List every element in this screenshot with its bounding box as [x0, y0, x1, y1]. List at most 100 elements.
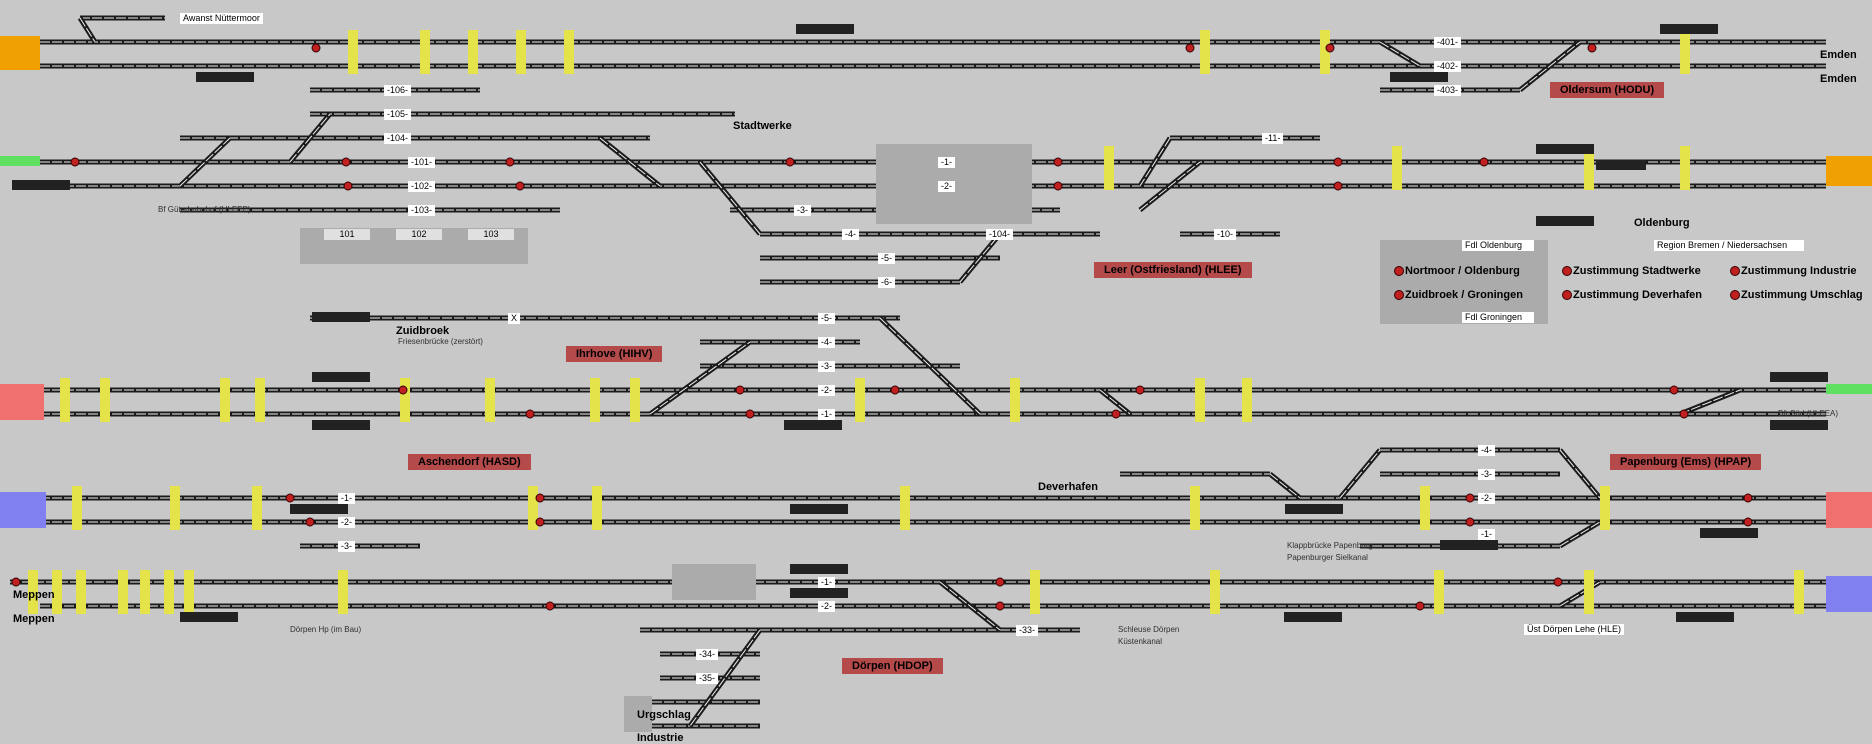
occupancy-marker[interactable]: [592, 486, 602, 530]
track-leer-5[interactable]: -5-: [878, 253, 895, 264]
train-number-field[interactable]: [312, 372, 370, 382]
train-number-field[interactable]: [1440, 540, 1498, 550]
zust-zuidbroek[interactable]: Zuidbroek / Groningen: [1405, 289, 1523, 301]
occupancy-marker[interactable]: [1104, 146, 1114, 190]
train-number-field[interactable]: [1770, 420, 1828, 430]
zust-industrie-dot[interactable]: [1730, 266, 1740, 276]
signal-light[interactable]: [535, 493, 545, 503]
track-segment-inner[interactable]: [939, 581, 1001, 631]
occupancy-marker[interactable]: [630, 378, 640, 422]
signal-light[interactable]: [1553, 577, 1563, 587]
track-401[interactable]: -401-: [1434, 37, 1462, 48]
track-doerpen-33[interactable]: -33-: [1016, 625, 1039, 636]
signal-light[interactable]: [311, 43, 321, 53]
train-number-field[interactable]: [784, 420, 842, 430]
signal-light[interactable]: [525, 409, 535, 419]
signal-light[interactable]: [745, 409, 755, 419]
occupancy-marker[interactable]: [1420, 486, 1430, 530]
train-number-field[interactable]: [1770, 372, 1828, 382]
occupancy-marker[interactable]: [1010, 378, 1020, 422]
track-leer-1[interactable]: -1-: [938, 157, 955, 168]
track-papenburg-4[interactable]: -4-: [1478, 445, 1495, 456]
occupancy-marker[interactable]: [60, 378, 70, 422]
track-segment-inner[interactable]: [1099, 389, 1131, 415]
zust-stadtwerke[interactable]: Zustimmung Stadtwerke: [1573, 265, 1701, 277]
track-segment-inner[interactable]: [699, 161, 761, 235]
occupancy-marker[interactable]: [220, 378, 230, 422]
occupancy-marker[interactable]: [400, 378, 410, 422]
train-number-field[interactable]: [1390, 72, 1448, 82]
occupancy-marker[interactable]: [1320, 30, 1330, 74]
zust-stadtwerke-dot[interactable]: [1562, 266, 1572, 276]
occupancy-marker[interactable]: [1600, 486, 1610, 530]
track-leer-6[interactable]: -6-: [878, 277, 895, 288]
station-aschendorf[interactable]: Aschendorf (HASD): [408, 454, 531, 470]
occupancy-marker[interactable]: [1434, 570, 1444, 614]
track-segment-inner[interactable]: [649, 341, 751, 415]
track-segment-inner[interactable]: [879, 317, 981, 415]
occupancy-marker[interactable]: [52, 570, 62, 614]
occupancy-marker[interactable]: [1794, 570, 1804, 614]
track-ihrhove-4[interactable]: -4-: [818, 337, 835, 348]
occupancy-marker[interactable]: [255, 378, 265, 422]
train-number-field[interactable]: [180, 612, 238, 622]
train-number-field[interactable]: [1660, 24, 1718, 34]
signal-light[interactable]: [995, 577, 1005, 587]
fdl-groningen[interactable]: Fdl Groningen: [1462, 312, 1534, 323]
signal-light[interactable]: [285, 493, 295, 503]
track-leer-4[interactable]: -4-: [842, 229, 859, 240]
track-leer-3[interactable]: -3-: [794, 205, 811, 216]
train-number-field[interactable]: [290, 504, 348, 514]
train-number-field[interactable]: [312, 312, 370, 322]
track-papenburg-3[interactable]: -3-: [1478, 469, 1495, 480]
signal-light[interactable]: [505, 157, 515, 167]
occupancy-marker[interactable]: [485, 378, 495, 422]
track-105[interactable]: -105-: [384, 109, 412, 120]
occupancy-marker[interactable]: [1584, 570, 1594, 614]
occupancy-marker[interactable]: [1584, 146, 1594, 190]
signal-light[interactable]: [1587, 43, 1597, 53]
signal-light[interactable]: [305, 517, 315, 527]
track-ihrhove-1[interactable]: -1-: [818, 409, 835, 420]
track-aschendorf-1[interactable]: -1-: [338, 493, 355, 504]
track-segment-inner[interactable]: [689, 629, 761, 727]
signal-light[interactable]: [1479, 157, 1489, 167]
train-number-field[interactable]: [1676, 612, 1734, 622]
track-leer-2[interactable]: -2-: [938, 181, 955, 192]
track-segment-inner[interactable]: [1269, 473, 1301, 499]
occupancy-marker[interactable]: [468, 30, 478, 74]
signal-light[interactable]: [1415, 601, 1425, 611]
track-segment-inner[interactable]: [1679, 389, 1741, 415]
signal-light[interactable]: [1669, 385, 1679, 395]
track-segment-inner[interactable]: [1559, 521, 1601, 547]
occupancy-marker[interactable]: [348, 30, 358, 74]
train-number-field[interactable]: [790, 504, 848, 514]
track-leer-10[interactable]: -10-: [1214, 229, 1237, 240]
occupancy-marker[interactable]: [900, 486, 910, 530]
zust-nortmoor-dot[interactable]: [1394, 266, 1404, 276]
occupancy-marker[interactable]: [1210, 570, 1220, 614]
signal-light[interactable]: [890, 385, 900, 395]
occupancy-marker[interactable]: [76, 570, 86, 614]
edge-marker-zuidbroek[interactable]: [0, 384, 44, 420]
track-papenburg-2[interactable]: -2-: [1478, 493, 1495, 504]
track-106[interactable]: -106-: [384, 85, 412, 96]
signal-light[interactable]: [1185, 43, 1195, 53]
fdl-region[interactable]: Region Bremen / Niedersachsen: [1654, 240, 1804, 251]
track-segment-inner[interactable]: [1559, 449, 1601, 499]
edge-marker-emden[interactable]: [0, 36, 40, 70]
station-ihrhove[interactable]: Ihrhove (HIHV): [566, 346, 663, 362]
track-doerpen-2[interactable]: -2-: [818, 601, 835, 612]
fdl-oldenburg[interactable]: Fdl Oldenburg: [1462, 240, 1534, 251]
train-number-field[interactable]: [1285, 504, 1343, 514]
train-number-field[interactable]: [790, 588, 848, 598]
train-number-field[interactable]: [1284, 612, 1342, 622]
track-403[interactable]: -403-: [1434, 85, 1462, 96]
track-aschendorf-2[interactable]: -2-: [338, 517, 355, 528]
zust-umschlag[interactable]: Zustimmung Umschlag: [1741, 289, 1863, 301]
track-segment-inner[interactable]: [1379, 41, 1421, 67]
train-number-field[interactable]: [1536, 216, 1594, 226]
occupancy-marker[interactable]: [170, 486, 180, 530]
track-papenburg-1[interactable]: -1-: [1478, 529, 1495, 540]
